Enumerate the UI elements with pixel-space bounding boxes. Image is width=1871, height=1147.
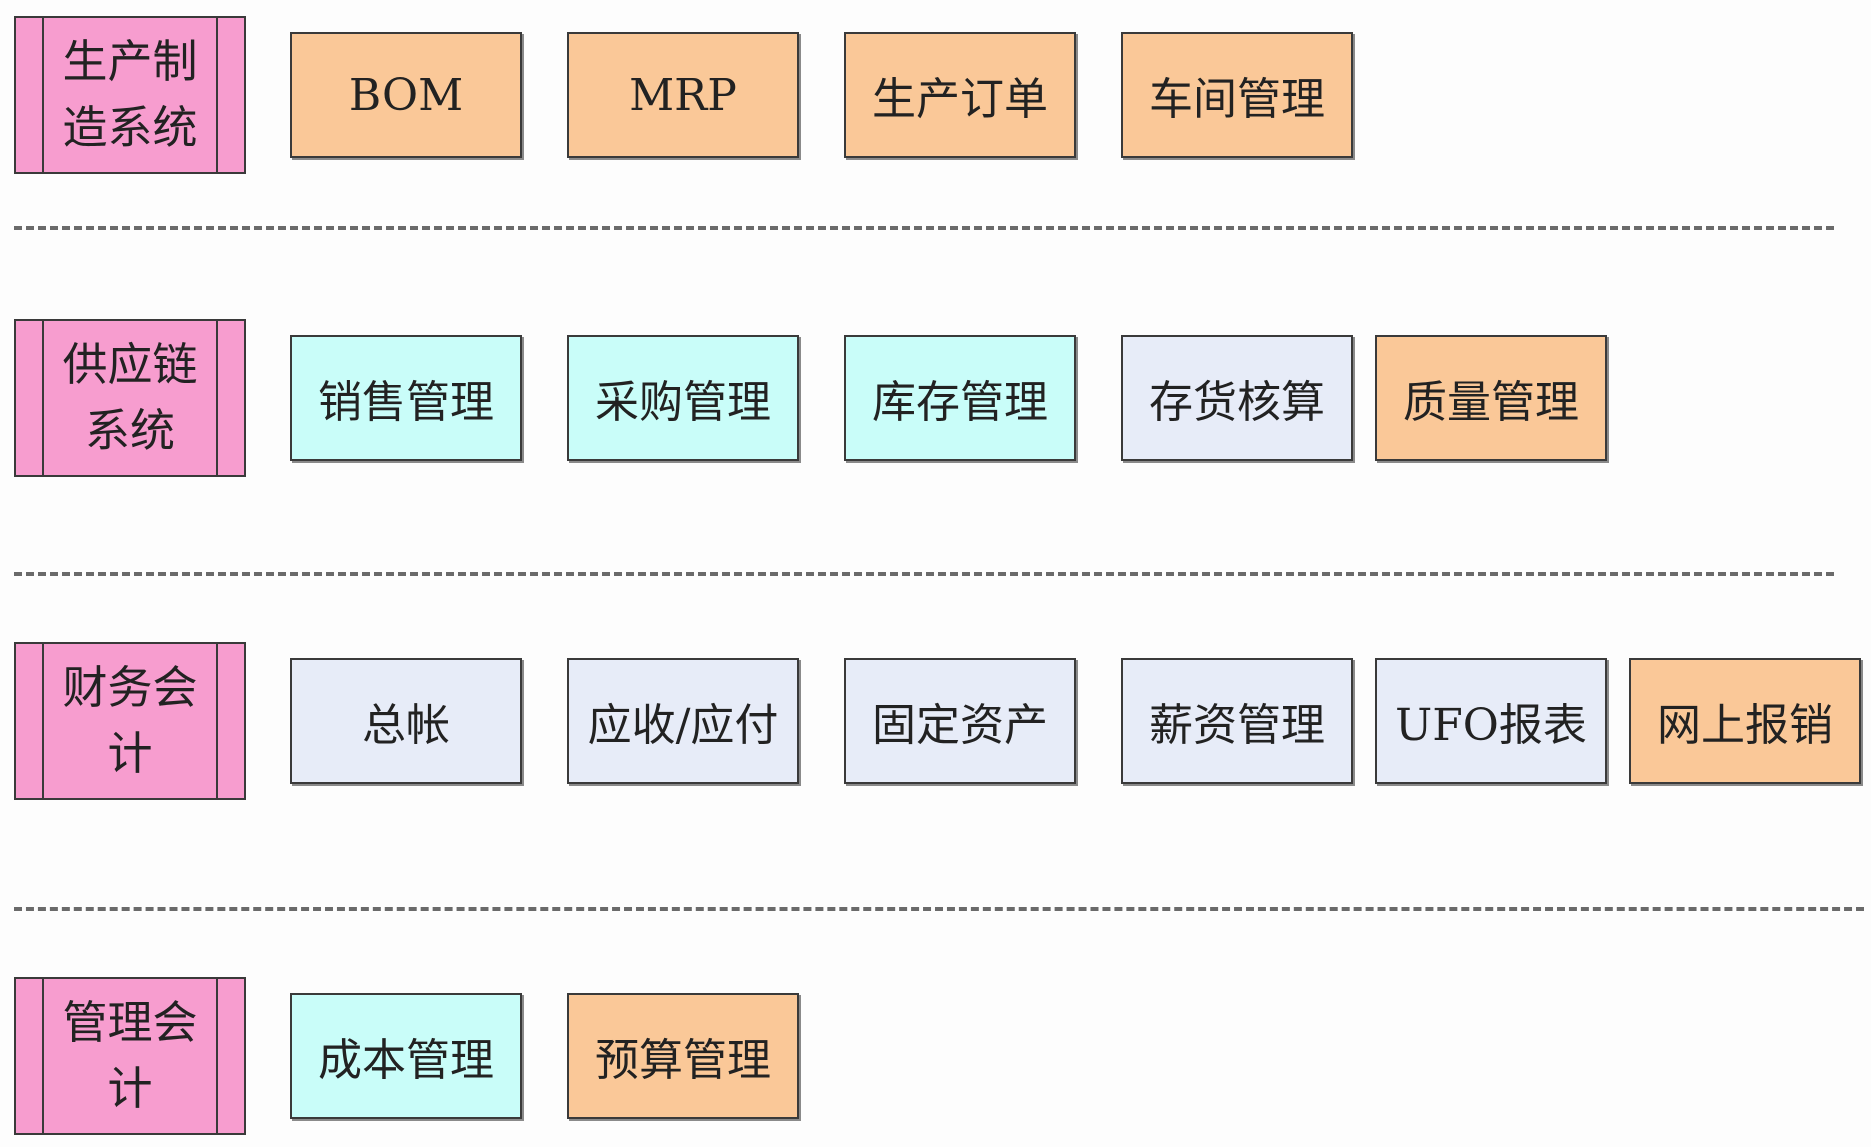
section-divider (14, 572, 1834, 576)
module-budget-management[interactable]: 预算管理 (567, 993, 799, 1119)
module-cost-management[interactable]: 成本管理 (290, 993, 522, 1119)
module-ufo-reports[interactable]: UFO报表 (1375, 658, 1607, 784)
module-production-order[interactable]: 生产订单 (844, 32, 1076, 158)
row-manufacturing: 生产制造系统 BOM MRP 生产订单 车间管理 (0, 16, 1871, 176)
module-inventory-accounting[interactable]: 存货核算 (1121, 335, 1353, 461)
row-supply-chain: 供应链系统 销售管理 采购管理 库存管理 存货核算 质量管理 (0, 319, 1871, 479)
module-mrp[interactable]: MRP (567, 32, 799, 158)
category-label: 生产制造系统 (62, 35, 198, 154)
module-quality-management[interactable]: 质量管理 (1375, 335, 1607, 461)
category-header-supply-chain: 供应链系统 (14, 319, 246, 477)
category-label: 财务会计 (62, 661, 198, 780)
module-receivable-payable[interactable]: 应收/应付 (567, 658, 799, 784)
row-management-accounting: 管理会计 成本管理 预算管理 (0, 977, 1871, 1137)
module-inventory-management[interactable]: 库存管理 (844, 335, 1076, 461)
module-fixed-assets[interactable]: 固定资产 (844, 658, 1076, 784)
category-header-management-accounting: 管理会计 (14, 977, 246, 1135)
module-sales-management[interactable]: 销售管理 (290, 335, 522, 461)
section-divider (14, 226, 1834, 230)
module-online-reimbursement[interactable]: 网上报销 (1629, 658, 1861, 784)
module-general-ledger[interactable]: 总帐 (290, 658, 522, 784)
category-header-financial-accounting: 财务会计 (14, 642, 246, 800)
module-payroll-management[interactable]: 薪资管理 (1121, 658, 1353, 784)
module-workshop-management[interactable]: 车间管理 (1121, 32, 1353, 158)
module-bom[interactable]: BOM (290, 32, 522, 158)
section-divider (14, 907, 1864, 911)
category-header-manufacturing: 生产制造系统 (14, 16, 246, 174)
module-purchase-management[interactable]: 采购管理 (567, 335, 799, 461)
row-financial-accounting: 财务会计 总帐 应收/应付 固定资产 薪资管理 UFO报表 网上报销 (0, 642, 1871, 802)
category-label: 供应链系统 (62, 338, 198, 457)
category-label: 管理会计 (62, 996, 198, 1115)
